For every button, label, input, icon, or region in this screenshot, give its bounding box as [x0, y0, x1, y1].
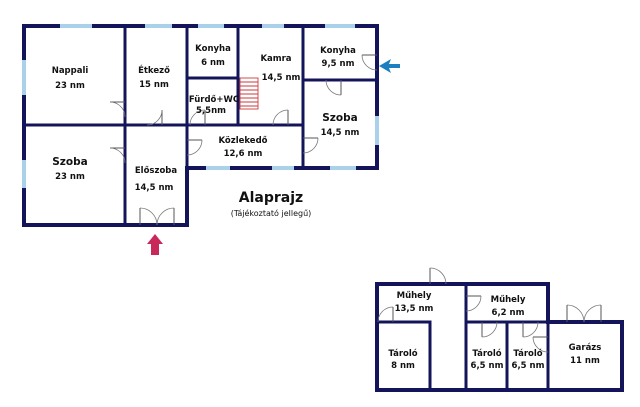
- door-szoba-right: [302, 137, 319, 154]
- room-area-kozlekedo: 12,6 nm: [224, 149, 263, 159]
- plan-subtitle: (Tájékoztató jellegű): [231, 208, 312, 218]
- door-tarolo2: [481, 321, 498, 338]
- room-area-tarolo3: 6,5 nm: [512, 361, 545, 371]
- room-area-kamra: 14,5 nm: [262, 73, 301, 83]
- room-name-konyha2: Konyha: [320, 46, 356, 56]
- room-name-tarolo1: Tároló: [388, 348, 417, 359]
- main-entrance-arrow-icon: [147, 234, 163, 255]
- room-name-szoba-left: Szoba: [52, 156, 88, 168]
- door-furdo: [189, 109, 206, 126]
- door-side-entrance: [361, 54, 378, 71]
- room-name-konyha1: Konyha: [195, 44, 231, 54]
- room-name-garazs: Garázs: [569, 343, 602, 353]
- main-house: Nappali 23 nm Étkező 15 nm Konyha 6 nm K…: [22, 24, 400, 255]
- room-name-muhely1: Műhely: [397, 291, 432, 301]
- room-area-szoba-right: 14,5 nm: [321, 128, 360, 138]
- door-muhely1: [429, 267, 447, 285]
- door-muhely2: [465, 295, 482, 312]
- room-name-kozlekedo: Közlekedő: [218, 136, 267, 146]
- room-area-szoba-left: 23 nm: [55, 172, 85, 182]
- room-name-kamra: Kamra: [260, 54, 291, 64]
- room-area-eloszoba: 14,5 nm: [135, 183, 174, 193]
- door-main-entrance: [139, 207, 175, 226]
- door-tarolo1: [377, 306, 394, 323]
- room-area-tarolo2: 6,5 nm: [471, 361, 504, 371]
- room-area-garazs: 11 nm: [570, 356, 600, 366]
- room-name-szoba-right: Szoba: [322, 112, 358, 124]
- room-name-furdo: Fürdő+WC: [189, 95, 239, 105]
- room-area-etkezo: 15 nm: [139, 80, 169, 90]
- room-area-nappali: 23 nm: [55, 81, 85, 91]
- door-tarolo3: [522, 321, 539, 338]
- door-szoba-eloszoba: [109, 147, 126, 164]
- outbuilding: Műhely 13,5 nm Műhely 6,2 nm Tároló 8 nm…: [375, 267, 624, 392]
- door-tarolo3-side: [532, 336, 549, 353]
- room-name-muhely2: Műhely: [491, 295, 526, 305]
- plan-title: Alaprajz: [239, 190, 303, 206]
- door-nappali-etkezo: [109, 101, 126, 118]
- room-area-muhely2: 6,2 nm: [492, 308, 525, 318]
- side-entrance-arrow-icon: [379, 59, 400, 73]
- door-garazs: [566, 304, 602, 323]
- door-kamra: [272, 109, 289, 126]
- outbuilding-outer-wall: [375, 282, 624, 392]
- room-area-furdo: 5,5nm: [196, 106, 226, 116]
- room-area-muhely1: 13,5 nm: [395, 304, 434, 314]
- room-name-etkezo: Étkező: [138, 64, 170, 76]
- room-area-konyha1: 6 nm: [201, 58, 225, 68]
- room-name-nappali: Nappali: [52, 66, 89, 76]
- room-name-tarolo2: Tároló: [472, 348, 501, 359]
- room-area-konyha2: 9,5 nm: [322, 59, 355, 69]
- room-name-eloszoba: Előszoba: [135, 166, 177, 176]
- room-name-tarolo3: Tároló: [513, 348, 542, 359]
- room-area-tarolo1: 8 nm: [391, 361, 415, 371]
- door-etkezo-kozlekedo: [146, 109, 163, 126]
- door-eloszoba-kozlekedo: [186, 139, 203, 156]
- door-konyha2: [325, 79, 342, 96]
- staircase: [239, 77, 259, 110]
